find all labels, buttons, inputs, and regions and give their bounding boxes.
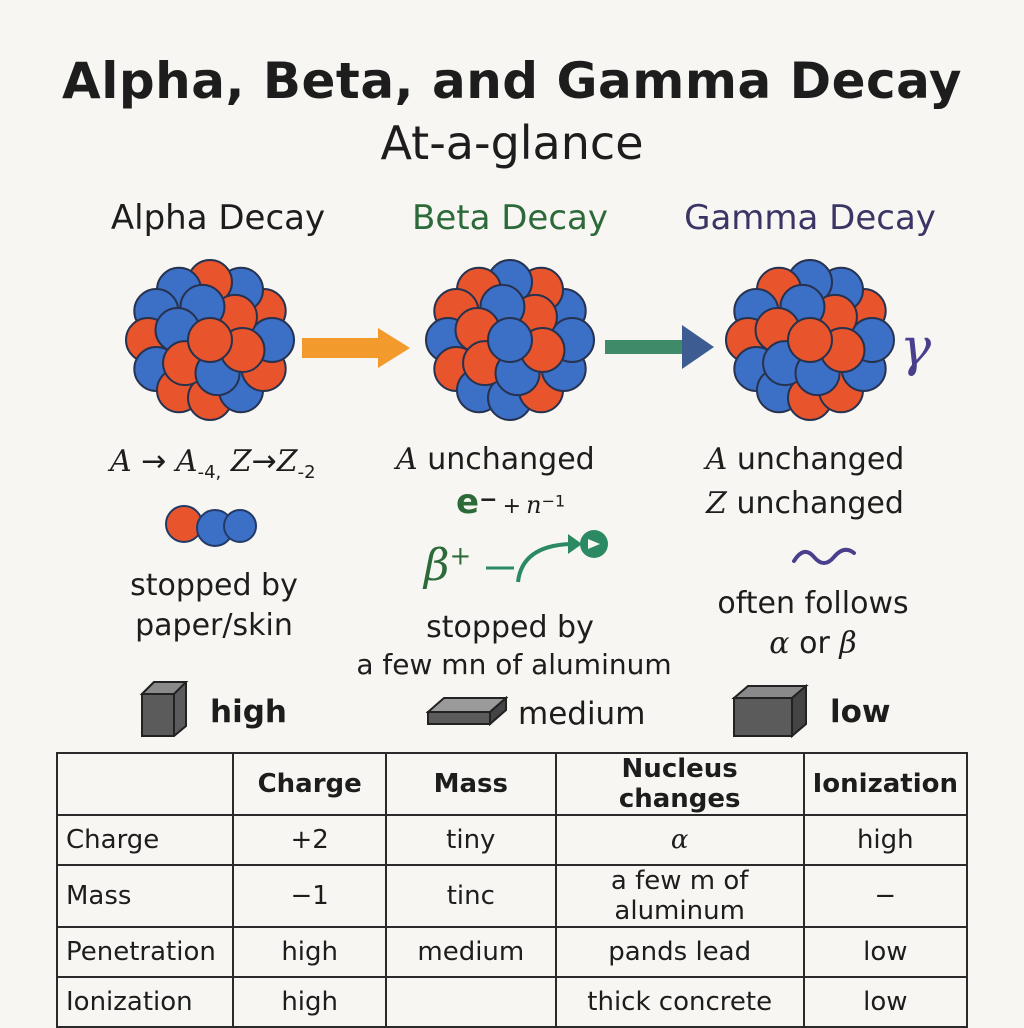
gamma-mass-var: A xyxy=(705,442,728,477)
alpha-eq-a-result: A xyxy=(175,444,198,479)
table-row-label: Penetration xyxy=(55,926,235,978)
alpha-eq-a-sub: -4, xyxy=(197,462,222,483)
table-cell: pands lead xyxy=(554,926,805,978)
electron-sup: − xyxy=(479,487,498,513)
table-cell: thick concrete xyxy=(554,976,805,1028)
table-cell: high xyxy=(802,814,969,866)
alpha-equation: A → A-4, Z→Z-2 xyxy=(110,444,316,483)
table-header: Nucleus changes xyxy=(554,752,805,816)
table-row-label: Ionization xyxy=(55,976,235,1028)
table-cell: +2 xyxy=(232,814,387,866)
table-cell: low xyxy=(802,976,969,1028)
neutrino-sup: −1 xyxy=(541,491,566,511)
alpha-nucleus-icon xyxy=(125,259,295,421)
table-cell: tinc xyxy=(384,864,557,928)
concrete-block-icon xyxy=(731,683,809,739)
gamma-wave-icon xyxy=(792,547,856,565)
table-cell xyxy=(384,976,557,1028)
alpha-eq-arrow-icon: → xyxy=(141,444,167,479)
gamma-heading: Gamma Decay xyxy=(684,198,936,238)
table-cell: high xyxy=(232,976,387,1028)
alpha-eq-a: A xyxy=(110,444,132,479)
beta-stopped-line1: stopped by xyxy=(426,610,594,645)
nucleon xyxy=(187,317,233,363)
table-cell: high xyxy=(232,926,387,978)
table-row: Ionization high thick concrete low xyxy=(55,976,969,1028)
beta-nucleus-icon xyxy=(425,259,595,421)
beta-symbol-sup: + xyxy=(449,541,472,572)
table-row-label: Charge xyxy=(55,814,235,866)
alpha-eq-z-sub: -2 xyxy=(297,462,316,483)
gamma-follows-or: or xyxy=(799,626,830,661)
beta-mass-line: A unchanged xyxy=(396,442,595,477)
nucleon xyxy=(787,317,833,363)
gamma-follows-line2: α or β xyxy=(663,626,963,661)
table-header xyxy=(55,752,235,816)
nucleon xyxy=(487,317,533,363)
gamma-follows-beta: β xyxy=(839,626,857,661)
alpha-particle-icon xyxy=(165,505,257,547)
beta-ionization: medium xyxy=(518,696,646,732)
alpha-eq-z: Z xyxy=(230,444,252,479)
gamma-follows-alpha: α xyxy=(769,626,790,661)
arrow-beta-to-gamma-icon xyxy=(605,325,714,369)
gamma-nucleus-icon xyxy=(725,259,895,421)
table-header-row: Charge Mass Nucleus changes Ionization xyxy=(55,752,969,816)
alpha-ionization: high xyxy=(210,694,287,730)
gamma-mass-text: unchanged xyxy=(736,442,905,477)
alpha-stopped-line1: stopped by xyxy=(130,568,298,603)
neutrino-symbol: n xyxy=(526,491,542,519)
beta-mass-text: unchanged xyxy=(427,442,595,477)
gamma-charge-line: Z unchanged xyxy=(655,486,955,521)
arrow-alpha-to-beta-icon xyxy=(302,328,410,368)
gamma-mass-line: A unchanged xyxy=(655,442,955,477)
alpha-eq-z-result: Z xyxy=(276,444,298,479)
gamma-follows-line1: often follows xyxy=(717,586,909,621)
beta-particles: e− + n−1 xyxy=(456,482,565,522)
alpha-stopped-line2: paper/skin xyxy=(135,608,293,643)
positron-emission-icon xyxy=(486,530,608,583)
aluminum-sheet-icon xyxy=(426,695,508,727)
comparison-table: Charge Mass Nucleus changes Ionization C… xyxy=(55,752,969,1028)
table-cell: − xyxy=(802,864,969,928)
electron-symbol: e xyxy=(456,482,480,522)
table-cell: tiny xyxy=(384,814,557,866)
alpha-heading: Alpha Decay xyxy=(110,198,326,238)
gamma-ionization: low xyxy=(830,694,891,730)
beta-symbol: β xyxy=(424,540,450,591)
page-title: Alpha, Beta, and Gamma Decay xyxy=(62,52,962,110)
gamma-charge-var: Z xyxy=(706,486,727,521)
beta-heading: Beta Decay xyxy=(412,198,608,238)
beta-mass-var: A xyxy=(396,442,418,477)
alpha-eq-arrow2-icon: → xyxy=(251,444,277,479)
table-row: Mass −1 tinc a few m of aluminum − xyxy=(55,864,969,928)
table-row: Charge +2 tiny α high xyxy=(55,814,969,866)
table-row-label: Mass xyxy=(55,864,235,928)
table-cell: −1 xyxy=(232,864,387,928)
table-cell: low xyxy=(802,926,969,978)
table-header: Charge xyxy=(232,752,387,816)
table-row: Penetration high medium pands lead low xyxy=(55,926,969,978)
gamma-ray-symbol: γ xyxy=(900,318,932,378)
table-cell: a few m of aluminum xyxy=(554,864,805,928)
page-subtitle: At-a-glance xyxy=(380,116,644,170)
beta-plus-symbol: β+ xyxy=(424,540,471,591)
table-cell: α xyxy=(554,814,805,866)
table-header: Ionization xyxy=(802,752,969,816)
table-cell: medium xyxy=(384,926,557,978)
beta-stopped-line2: a few mn of aluminum xyxy=(356,648,672,681)
nuclei-diagram xyxy=(125,259,895,421)
beta-plus: + xyxy=(502,494,522,519)
paper-block-icon xyxy=(139,681,189,737)
gamma-charge-text: unchanged xyxy=(736,486,904,521)
table-header: Mass xyxy=(384,752,557,816)
